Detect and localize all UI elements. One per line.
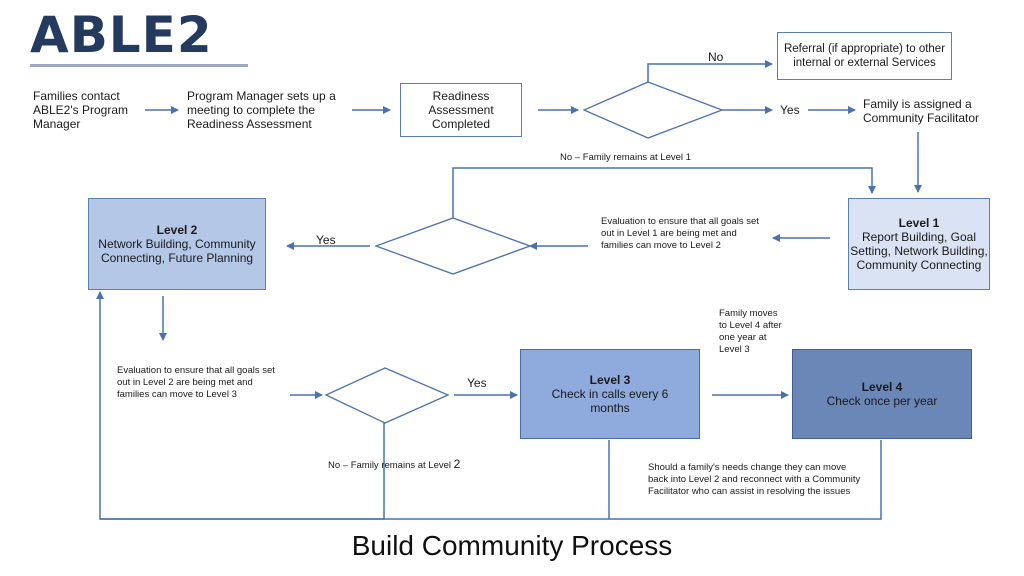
- step-facilitator: Family is assigned a Community Facilitat…: [863, 97, 980, 125]
- logo-underline: [30, 64, 248, 67]
- branch-yes-level2: Yes: [316, 233, 336, 247]
- page-title: Build Community Process: [351, 530, 673, 561]
- step-program-manager: Program Manager sets up a meeting to com…: [187, 89, 336, 131]
- decision-diamond-level2: [324, 367, 450, 424]
- branch-no-level2: No – Family remains at Level 2: [328, 458, 460, 472]
- decision-diamond-level1: [374, 217, 532, 275]
- level4-title: Level 4: [861, 380, 903, 394]
- decision-diamond-readiness: [582, 81, 724, 139]
- step-readiness-label: Readiness Assessment Completed: [428, 89, 494, 131]
- level2-box: Level 2 Network Building, Community Conn…: [88, 198, 266, 290]
- level1-desc: Report Building, Goal Setting, Network B…: [850, 230, 988, 272]
- level2-desc: Network Building, Community Connecting, …: [98, 237, 256, 265]
- level3-box: Level 3 Check in calls every 6 months: [520, 349, 700, 439]
- branch-yes-top: Yes: [780, 103, 800, 117]
- branch-no-level2-num: 2: [453, 457, 461, 471]
- referral-label: Referral (if appropriate) to other inter…: [783, 43, 946, 69]
- arrow-decision-no-referral: [647, 60, 773, 82]
- able2-logo: ABLE2: [30, 10, 213, 60]
- level4-box: Level 4 Check once per year: [792, 349, 972, 439]
- note-needs-change: Should a family's needs change they can …: [648, 462, 861, 497]
- level3-desc: Check in calls every 6 months: [551, 387, 669, 415]
- return-loop: [96, 291, 385, 520]
- level2-title: Level 2: [156, 223, 198, 237]
- branch-no-level2-text: No – Family remains at Level: [328, 460, 452, 471]
- referral-box: Referral (if appropriate) to other inter…: [777, 32, 952, 80]
- note-moves-level4: Family moves to Level 4 after one year a…: [719, 308, 782, 355]
- logo-text: ABLE2: [30, 6, 213, 64]
- step-readiness-box: Readiness Assessment Completed: [400, 83, 522, 137]
- level3-title: Level 3: [589, 373, 631, 387]
- branch-yes-level3: Yes: [467, 376, 487, 390]
- level4-desc: Check once per year: [826, 394, 938, 408]
- arrow-no-remain-level1: [452, 167, 876, 220]
- note-eval-level1: Evaluation to ensure that all goals set …: [601, 216, 759, 251]
- step-families-contact: Families contact ABLE2's Program Manager: [33, 89, 128, 131]
- return-from-level4: [100, 440, 882, 520]
- note-eval-level2: Evaluation to ensure that all goals set …: [117, 365, 275, 400]
- level1-title: Level 1: [898, 216, 940, 230]
- branch-no-top: No: [708, 50, 724, 64]
- level1-box: Level 1 Report Building, Goal Setting, N…: [848, 198, 990, 290]
- branch-no-level1: No – Family remains at Level 1: [560, 152, 691, 163]
